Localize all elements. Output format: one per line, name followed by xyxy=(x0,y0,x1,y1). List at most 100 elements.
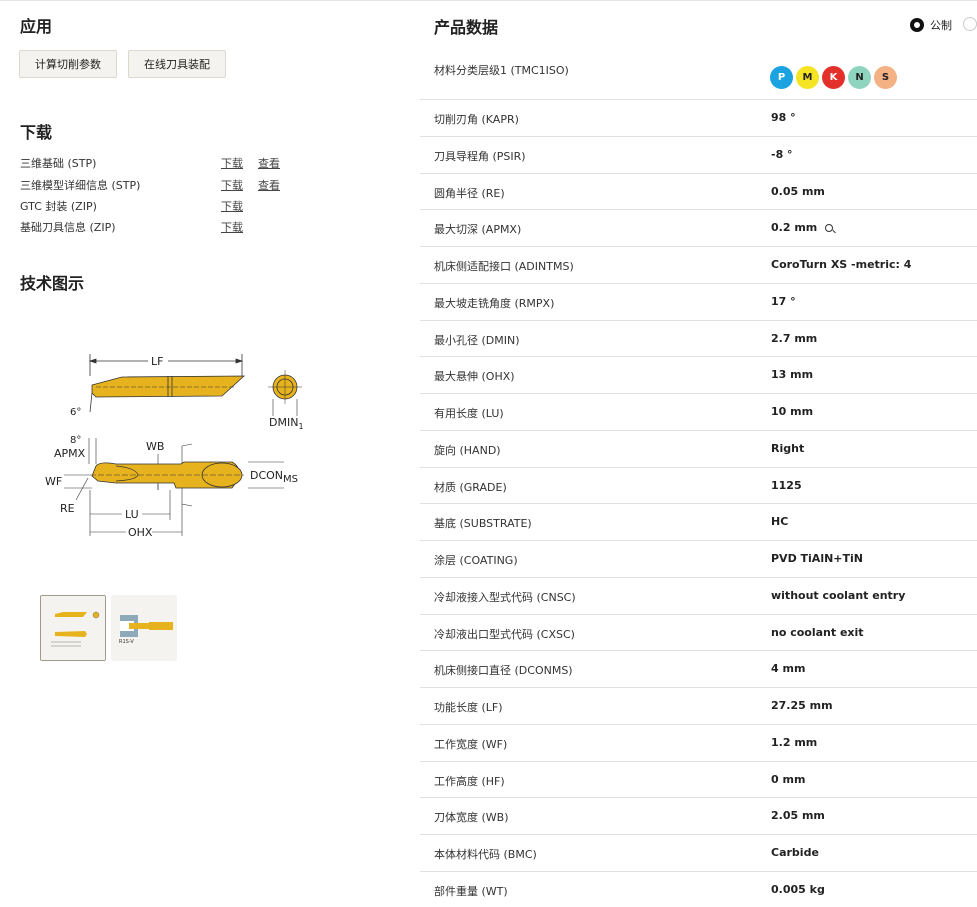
row-value-text: 98 ° xyxy=(771,111,796,124)
row-value-text: -8 ° xyxy=(771,147,793,161)
download-item-name: 基础刀具信息 (ZIP) xyxy=(20,221,116,234)
row-label: 刀体宽度 (WB) xyxy=(434,811,509,825)
row-value-text: PVD TiAlN+TiN xyxy=(771,552,863,565)
thumbnail-drawing-image xyxy=(41,596,105,660)
row-value: 2.05 mm xyxy=(771,809,825,822)
row-value-text: CoroTurn XS -metric: 4 xyxy=(771,258,912,271)
thumbnail-application[interactable]: R1S-V xyxy=(111,595,177,661)
row-value: 10 mm xyxy=(771,405,813,418)
row-value-text: 0.2 mm xyxy=(771,221,818,235)
row-label: 材料分类层级1 (TMC1ISO) xyxy=(434,64,569,77)
download-item: 基础刀具信息 (ZIP) 下载 xyxy=(20,219,320,237)
download-link[interactable]: 下载 xyxy=(221,179,243,192)
product-data-row: 工作宽度 (WF) 1.2 mm xyxy=(420,725,977,762)
row-label: 最大坡走铣角度 (RMPX) xyxy=(434,296,555,310)
row-label: 旋向 (HAND) xyxy=(434,443,501,457)
row-value: 1.2 mm xyxy=(771,736,817,749)
product-data-row: 刀体宽度 (WB) 2.05 mm xyxy=(420,798,977,835)
product-data-row: 机床侧接口直径 (DCONMS) 4 mm xyxy=(420,651,977,688)
row-value: 0.05 mm xyxy=(771,185,825,198)
view-link[interactable]: 查看 xyxy=(258,157,280,170)
row-label: 涂层 (COATING) xyxy=(434,554,518,567)
row-label: 基底 (SUBSTRATE) xyxy=(434,517,532,531)
row-value: 17 ° xyxy=(771,295,796,308)
row-label: 冷却液出口型式代码 (CXSC) xyxy=(434,627,575,641)
thumbnail-application-image xyxy=(111,595,177,661)
row-value: PVD TiAlN+TiN xyxy=(771,552,863,565)
product-data-row: 最小孔径 (DMIN)2.7 mm xyxy=(420,321,977,358)
material-chip-p: P xyxy=(770,66,793,89)
ohx-label: OHX xyxy=(128,526,153,539)
application-title: 应用 xyxy=(20,17,53,36)
material-classification-row: 材料分类层级1 (TMC1ISO) xyxy=(420,50,977,100)
row-label: 机床侧适配接口 (ADINTMS) xyxy=(434,260,574,273)
row-label: 有用长度 (LU) xyxy=(434,407,504,420)
thumbnail-drawing[interactable] xyxy=(40,595,106,661)
product-data-row: 基底 (SUBSTRATE) HC xyxy=(420,504,977,541)
downloads-title: 下载 xyxy=(20,123,53,142)
row-value: 98 ° xyxy=(771,111,796,124)
row-label: 功能长度 (LF) xyxy=(434,701,503,714)
row-value: HC xyxy=(771,515,788,528)
wb-label: WB xyxy=(146,440,164,453)
dcon-sub: MS xyxy=(283,474,298,485)
row-value-text: 17 ° xyxy=(771,294,796,308)
product-data-row: 功能长度 (LF) 27.25 mm xyxy=(420,688,977,725)
row-value-text: Right xyxy=(771,441,805,455)
row-label: 圆角半径 (RE) xyxy=(434,186,505,200)
product-data-row: 材质 (GRADE)1125 xyxy=(420,468,977,505)
technical-drawing-title: 技术图示 xyxy=(20,274,85,293)
product-data-row: 最大悬伸 (OHX) 13 mm xyxy=(420,357,977,394)
online-tool-assembly-button[interactable]: 在线刀具装配 xyxy=(128,50,226,78)
dmin-label: DMIN1 xyxy=(269,416,304,431)
lf-label: LF xyxy=(151,355,163,368)
row-label: 工作宽度 (WF) xyxy=(434,737,508,751)
radio-selected-icon[interactable] xyxy=(910,18,924,32)
row-value: 2.7 mm xyxy=(771,332,817,345)
download-link[interactable]: 下载 xyxy=(221,200,243,213)
product-data-row: 切削刃角 (KAPR)98 ° xyxy=(420,100,977,137)
product-data-row: 刀具导程角 (PSIR)-8 ° xyxy=(420,137,977,174)
row-label: 工作高度 (HF) xyxy=(434,774,505,788)
row-value-text: 27.25 mm xyxy=(771,699,833,712)
row-value-text: 4 mm xyxy=(771,662,806,676)
product-data-row: 本体材料代码 (BMC)Carbide xyxy=(420,835,977,872)
row-value: 0.2 mm xyxy=(771,221,834,235)
download-link[interactable]: 下载 xyxy=(221,157,243,170)
angle-6-label: 6° xyxy=(70,407,81,418)
product-data-row: 圆角半径 (RE) 0.05 mm xyxy=(420,174,977,211)
product-data-row: 旋向 (HAND) Right xyxy=(420,431,977,468)
row-label: 最大悬伸 (OHX) xyxy=(434,370,515,384)
material-chip-m: M xyxy=(796,66,819,89)
row-value-text: 0.05 mm xyxy=(771,184,825,198)
product-data-row: 工作高度 (HF)0 mm xyxy=(420,762,977,799)
product-data-row: 最大坡走铣角度 (RMPX) 17 ° xyxy=(420,284,977,321)
view-link[interactable]: 查看 xyxy=(258,179,280,192)
product-data-row: 机床侧适配接口 (ADINTMS) CoroTurn XS -metric: 4 xyxy=(420,247,977,284)
row-value-text: 2.7 mm xyxy=(771,331,818,345)
lu-label: LU xyxy=(125,508,139,521)
magnifier-icon[interactable] xyxy=(825,223,834,232)
product-data-row: 最大切深 (APMX)0.2 mm xyxy=(420,210,977,247)
row-value-text: without coolant entry xyxy=(771,588,906,602)
row-label: 本体材料代码 (BMC) xyxy=(434,848,537,861)
material-chip-s: S xyxy=(874,66,897,89)
download-link[interactable]: 下载 xyxy=(221,221,243,234)
material-chip-k: K xyxy=(822,66,845,89)
row-value-text: 13 mm xyxy=(771,368,814,382)
product-data-row: 部件重量 (WT)0.005 kg xyxy=(420,872,977,907)
unit-toggle-metric[interactable]: 公制 xyxy=(910,17,952,33)
calc-cutting-data-button[interactable]: 计算切削参数 xyxy=(19,50,117,78)
row-value: Right xyxy=(771,442,804,455)
row-value-text: no coolant exit xyxy=(771,625,864,639)
download-item-name: 三维基础 (STP) xyxy=(20,157,97,170)
row-label: 机床侧接口直径 (DCONMS) xyxy=(434,664,573,678)
unit-toggle-imperial[interactable] xyxy=(963,17,977,31)
dmin-sub: 1 xyxy=(298,422,303,431)
material-chip-n: N xyxy=(848,66,871,89)
dcon-text: DCON xyxy=(250,469,283,482)
product-data-row: 涂层 (COATING) PVD TiAlN+TiN xyxy=(420,541,977,578)
angle-8-label: 8° xyxy=(70,435,81,446)
wf-label: WF xyxy=(45,475,62,488)
row-label: 冷却液接入型式代码 (CNSC) xyxy=(434,590,576,604)
